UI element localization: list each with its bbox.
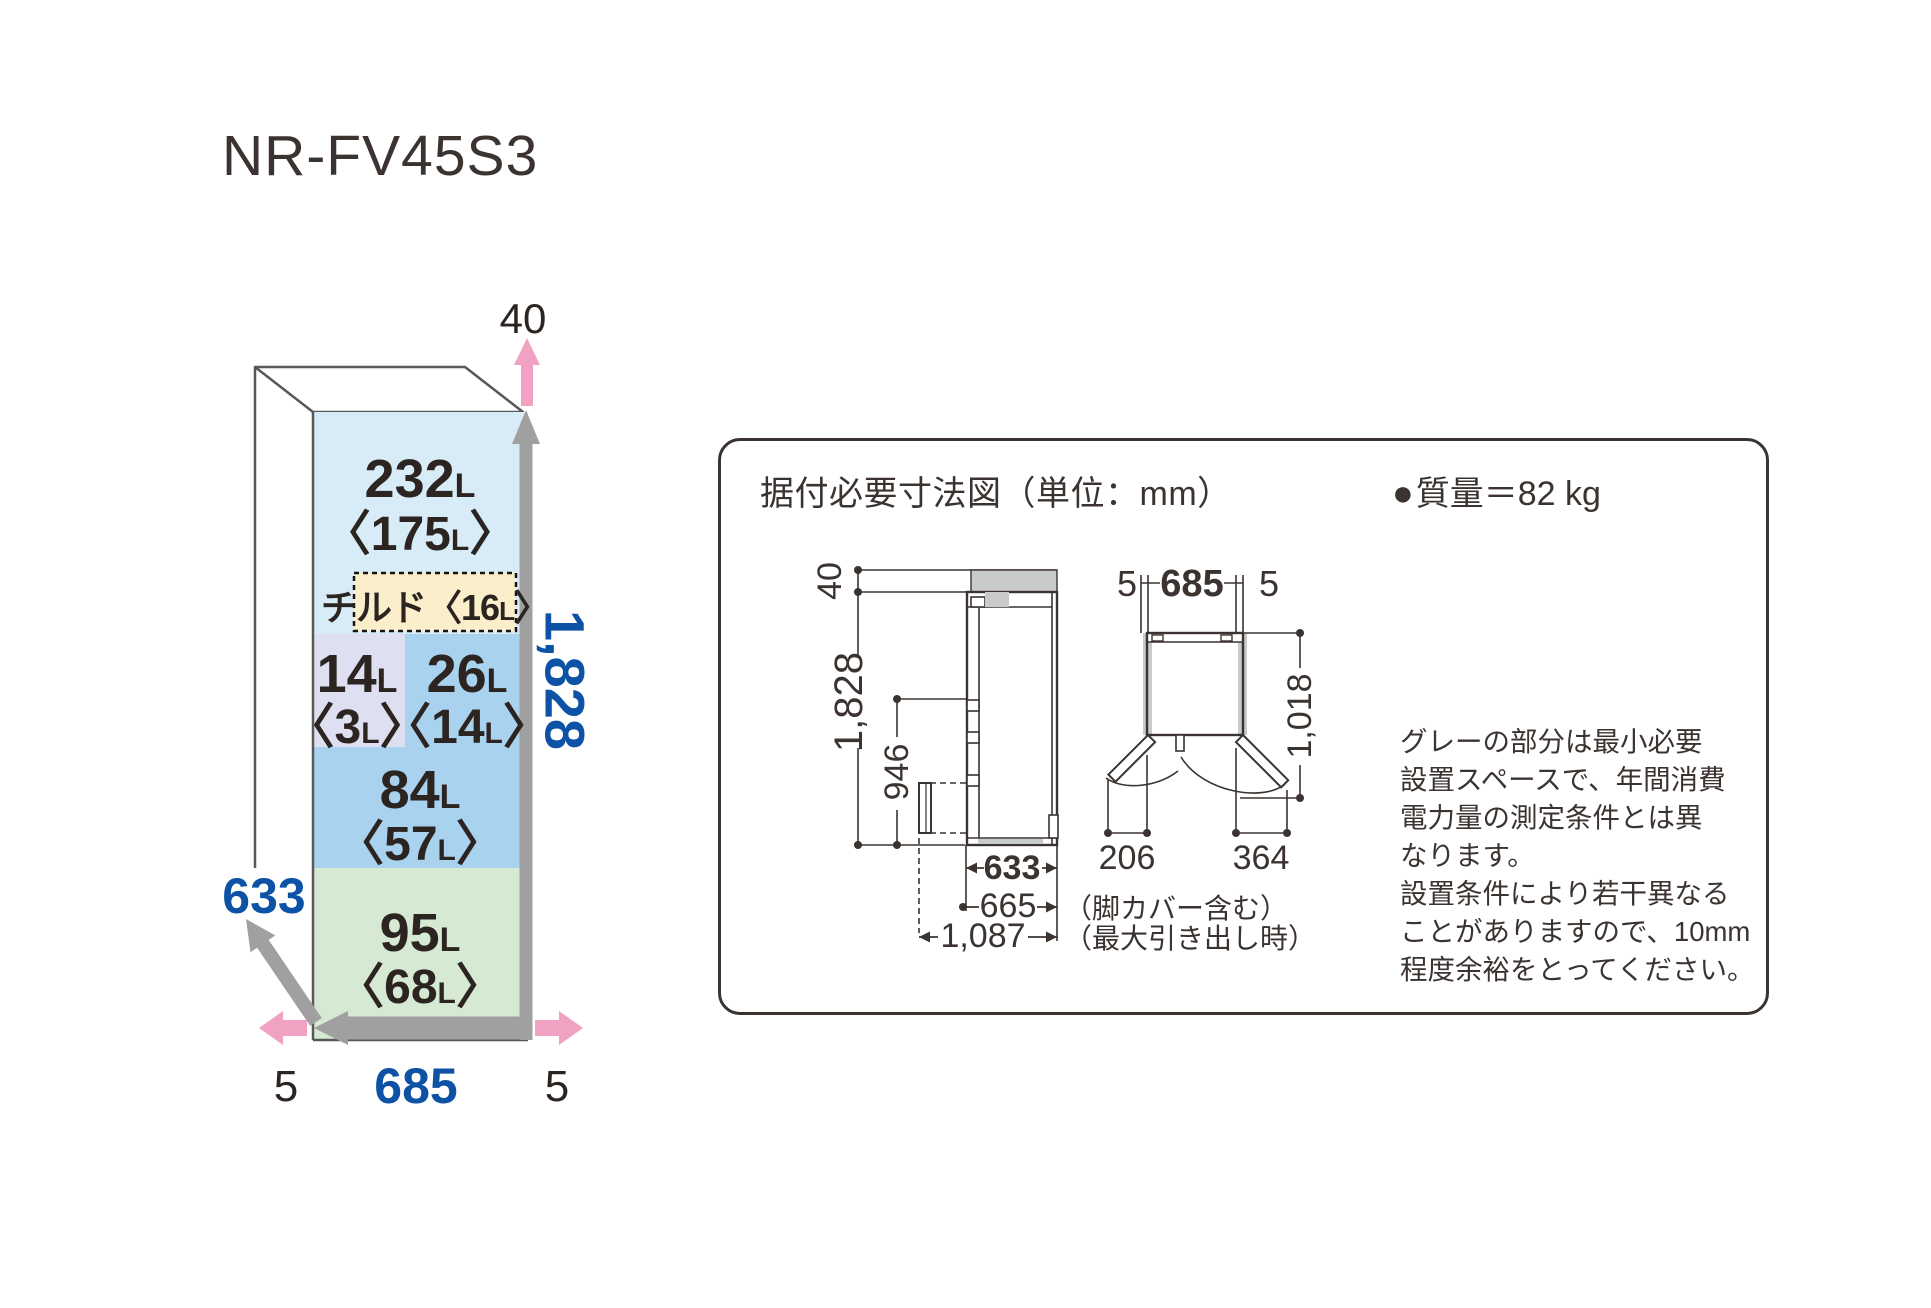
tv-right-door-arc: [1180, 756, 1286, 794]
sv-dim-1087-arrow-l: [919, 931, 930, 943]
tv-dim-685: 685: [1160, 563, 1223, 605]
tv-hinge-right: [1220, 634, 1233, 642]
dim-side-left: 5: [274, 1062, 298, 1111]
freezer-volume: 84L: [380, 760, 461, 820]
note-line: なります。: [1400, 840, 1535, 871]
tv-dim-206: 206: [1099, 839, 1156, 877]
tv-dim-364: 364: [1233, 839, 1290, 877]
section-freezer: [313, 747, 528, 868]
width-arrow: [314, 1011, 532, 1045]
tv-dim-5-right: 5: [1259, 563, 1279, 604]
sv-door-gap2: [966, 731, 980, 744]
dim-top-clearance: 40: [500, 295, 547, 342]
sv-dim-665-bg: [979, 893, 1037, 920]
note-line: 電力量の測定条件とは異: [1400, 802, 1703, 833]
sv-dim-633: 633: [984, 849, 1041, 887]
sv-body: [965, 590, 1059, 847]
fridge-volume-sub: 〈175L〉: [323, 508, 517, 561]
chilled-label: チルド〈16L〉: [321, 587, 549, 628]
sv-dim-633-bg: [984, 852, 1042, 882]
model-number: NR-FV45S3: [222, 124, 539, 188]
note-line: ことがありますので、10mm: [1400, 916, 1751, 947]
box-top-face: [253, 365, 525, 414]
sv-note-cover: （脚カバー含む）: [1064, 893, 1288, 924]
tv-hinge-left: [1151, 634, 1164, 642]
sv-dim-1087: 1,087: [940, 917, 1025, 955]
sv-dim-633-arrow-r: [1046, 862, 1057, 874]
tv-body: [1145, 631, 1245, 737]
bullet-icon: ●: [1392, 472, 1414, 513]
sv-top-shade: [985, 592, 1009, 607]
installation-panel: [718, 438, 1769, 1015]
height-arrow: [512, 410, 540, 1040]
upper-freezer-volume-sub: 〈14L〉: [383, 701, 551, 754]
dim-depth: 633: [222, 868, 305, 924]
dim-width: 685: [374, 1058, 457, 1114]
sv-door-gap3: [966, 774, 980, 787]
sv-dim-1087-bg: [938, 923, 1028, 950]
tv-dim-1018: 1,018: [1281, 673, 1319, 758]
vegetable-volume: 95L: [380, 903, 461, 963]
sv-hinge: [970, 596, 986, 608]
freezer-volume-sub: 〈57L〉: [336, 818, 504, 871]
panel-title: 据付必要寸法図（単位：mm）: [760, 475, 1232, 513]
section-chilled: [352, 571, 518, 633]
tv-left-door: [1106, 733, 1157, 784]
weight-line: ●質量＝82 kg: [1392, 466, 1601, 515]
section-upper-freezer: [405, 634, 528, 747]
sv-note-drawer: （最大引き出し時）: [1064, 923, 1316, 954]
sv-dim-665: 665: [980, 887, 1037, 925]
ice-volume: 14L: [317, 644, 398, 704]
sv-dim-40: 40: [811, 562, 849, 600]
sv-dim-1087-arrow-r: [1046, 931, 1057, 943]
dim-height: 1,828: [534, 610, 597, 750]
vegetable-volume-sub: 〈68L〉: [336, 961, 504, 1014]
top-clearance-arrow: [514, 338, 540, 406]
sv-dim-height: 1,828: [827, 652, 871, 752]
tv-door-bar: [1147, 633, 1243, 642]
fridge-volume: 232L: [365, 449, 476, 509]
left-clearance-arrow: [259, 1011, 307, 1045]
sv-door-gap1: [966, 699, 980, 712]
sv-base-shade: [978, 839, 1043, 844]
sv-min-space-top: [970, 569, 1058, 593]
capacity-diagram: 232L 〈175L〉 チルド〈16L〉 14L 〈3L〉 26L 〈14L〉 …: [222, 295, 597, 1114]
note-line: 設置条件により若干異なる: [1400, 878, 1730, 909]
upper-freezer-volume: 26L: [427, 644, 508, 704]
weight-value: 質量＝82 kg: [1415, 475, 1601, 513]
depth-arrow: [246, 919, 322, 1026]
tv-dim-dots: [1104, 629, 1304, 837]
sv-compressor: [1048, 814, 1059, 839]
section-vegetable: [313, 868, 528, 1040]
note-line: 設置スペースで、年間消費: [1400, 764, 1726, 795]
tv-dim-685-bg: [1160, 566, 1224, 598]
section-ice: [313, 634, 405, 747]
sv-dim-946: 946: [878, 744, 916, 801]
note-line: 程度余裕をとってください。: [1400, 954, 1755, 985]
right-clearance-arrow: [535, 1011, 583, 1045]
tv-left-door-arc: [1105, 770, 1179, 787]
installation-note: グレーの部分は最小必要 設置スペースで、年間消費 電力量の測定条件とは異 なりま…: [1400, 723, 1775, 989]
sv-dim-665-arrow-r: [1046, 901, 1057, 913]
ice-volume-sub: 〈3L〉: [286, 701, 427, 754]
tv-center-pillar: [1175, 734, 1185, 752]
dim-side-right: 5: [545, 1062, 569, 1111]
sv-drawer-front: [918, 782, 932, 834]
tv-dim-5-left: 5: [1117, 563, 1137, 604]
installation-drawings: 633 665 1,087 （脚カバー含む） （最大引き出し時） 40 1,82…: [811, 562, 1319, 955]
sv-dim-633-arrow-l: [966, 862, 977, 874]
note-line: グレーの部分は最小必要: [1400, 726, 1703, 757]
